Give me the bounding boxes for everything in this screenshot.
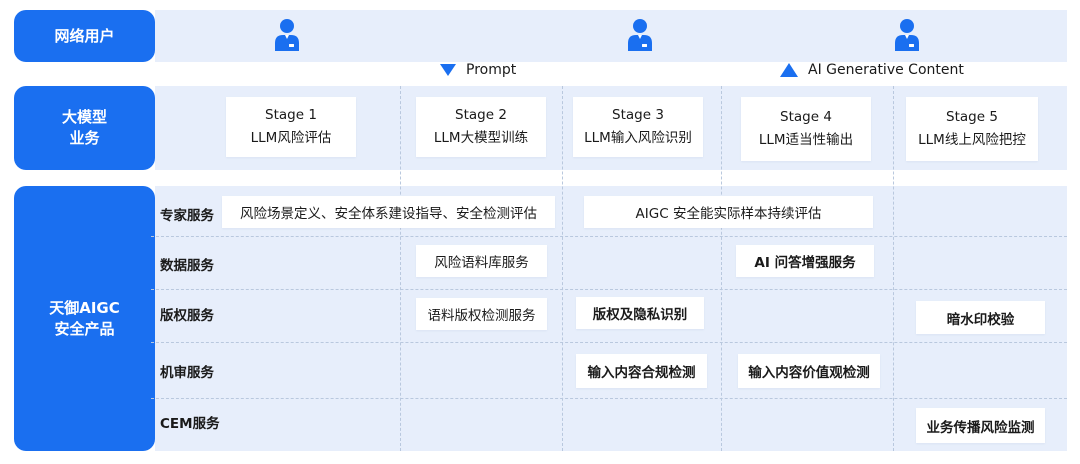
column-divider (400, 86, 401, 451)
user-icon (895, 19, 919, 51)
stage-name: LLM适当性输出 (758, 132, 854, 148)
stage-name: LLM风险评估 (250, 130, 332, 146)
products-label: 天御AIGC 安全产品 (14, 186, 155, 451)
stage-name: LLM大模型训练 (433, 130, 529, 146)
generative-marker: AI Generative Content (780, 62, 964, 78)
stage-card: Stage 2 LLM大模型训练 (416, 97, 546, 157)
row-label-data: 数据服务 (160, 258, 214, 274)
service-box: 暗水印校验 (916, 301, 1045, 334)
stage-card: Stage 5 LLM线上风险把控 (906, 97, 1038, 161)
user-icon (628, 19, 652, 51)
stage-card: Stage 4 LLM适当性输出 (741, 97, 871, 161)
stage-card: Stage 1 LLM风险评估 (226, 97, 356, 157)
row-divider (151, 236, 1067, 237)
stage-number: Stage 2 (455, 107, 507, 123)
service-box: 风险语料库服务 (416, 245, 547, 277)
column-divider (562, 86, 563, 451)
row-label-expert: 专家服务 (160, 208, 214, 224)
stage-name: LLM线上风险把控 (918, 132, 1026, 148)
service-box: 输入内容合规检测 (576, 354, 707, 388)
stage-number: Stage 1 (265, 107, 317, 123)
row-label-cem: CEM服务 (160, 416, 220, 432)
service-box: 语料版权检测服务 (416, 298, 547, 330)
stage-number: Stage 3 (612, 107, 664, 123)
column-divider (893, 86, 894, 451)
service-box: 输入内容价值观检测 (738, 354, 880, 388)
row-divider (151, 398, 1067, 399)
business-label: 大模型 业务 (14, 86, 155, 170)
stage-name: LLM输入风险识别 (584, 130, 692, 146)
up-triangle-icon (780, 63, 798, 77)
generative-label: AI Generative Content (808, 62, 964, 78)
users-label: 网络用户 (14, 10, 155, 62)
service-box: 版权及隐私识别 (576, 297, 704, 329)
row-divider (151, 289, 1067, 290)
user-icon (275, 19, 299, 51)
column-divider (721, 86, 722, 451)
stage-card: Stage 3 LLM输入风险识别 (573, 97, 703, 157)
row-label-audit: 机审服务 (160, 365, 214, 381)
row-label-copyright: 版权服务 (160, 308, 214, 324)
service-box: 风险场景定义、安全体系建设指导、安全检测评估 (222, 196, 555, 228)
service-box: AI 问答增强服务 (736, 245, 874, 277)
row-divider (151, 342, 1067, 343)
stage-number: Stage 5 (946, 109, 998, 125)
prompt-marker: Prompt (440, 62, 516, 78)
down-triangle-icon (440, 64, 456, 76)
prompt-label: Prompt (466, 62, 517, 78)
stage-number: Stage 4 (780, 109, 832, 125)
service-box: 业务传播风险监测 (916, 408, 1045, 443)
service-box: AIGC 安全能实际样本持续评估 (584, 196, 873, 228)
